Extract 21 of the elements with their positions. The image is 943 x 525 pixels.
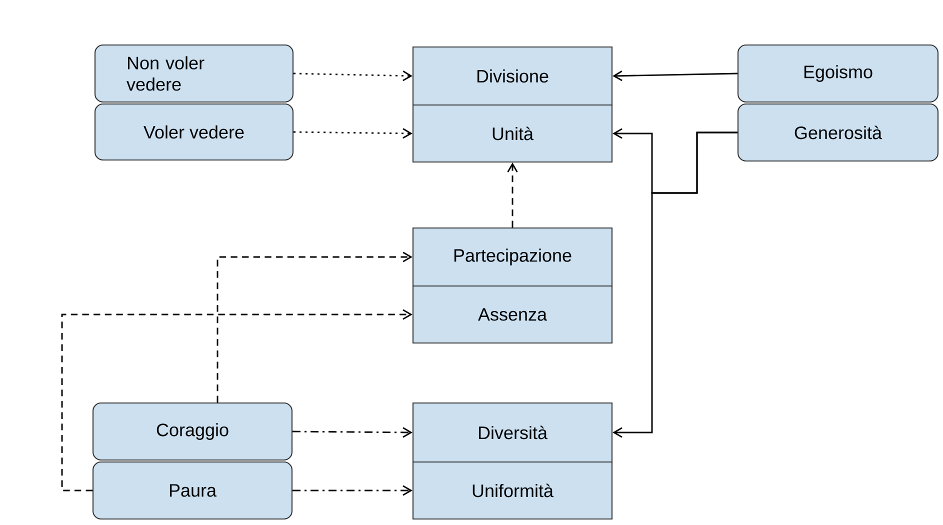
arrow [216,252,412,402]
rounded-box: Egoismo [737,44,939,103]
box: Divisione [412,46,613,106]
box: Partecipazione [412,227,613,287]
arrow [612,70,738,82]
arrow [292,427,412,438]
rounded-box: Paura [92,461,293,520]
box: Assenza [412,285,613,344]
box: Uniformità [412,461,613,520]
arrow [294,128,412,139]
arrow [292,485,412,496]
arrow [294,70,412,82]
arrow [61,309,412,492]
arrow [507,162,518,228]
rounded-box: Non voler vedere [94,44,294,103]
rounded-box: Coraggio [92,402,293,461]
box: Unità [412,104,613,163]
rounded-box: Voler vedere [94,103,294,161]
box: Diversità [412,402,613,463]
rounded-box: Generosità [737,103,939,162]
arrow [612,132,738,438]
